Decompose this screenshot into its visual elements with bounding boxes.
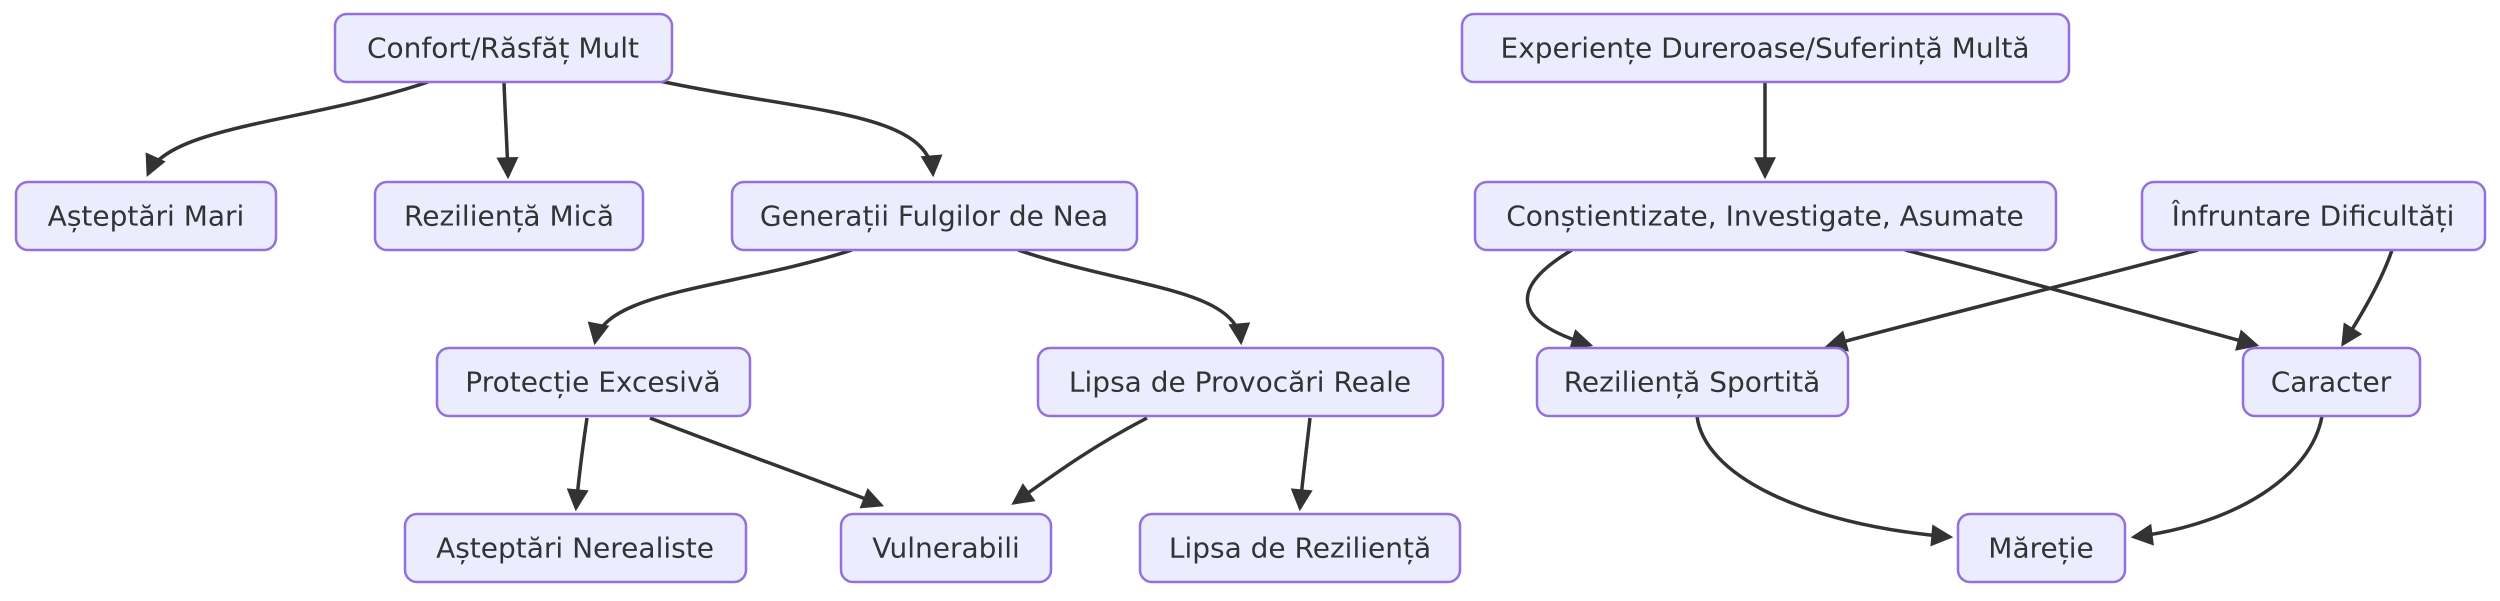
node-asteptari-mari: Așteptări Mari xyxy=(14,180,278,252)
node-label: Confort/Răsfăț Mult xyxy=(367,32,639,65)
node-rezilienta-sportita: Reziliență Sportită xyxy=(1535,346,1850,418)
edge-infruntare-to-rezilienta-sportita xyxy=(1824,248,2199,352)
node-box xyxy=(373,180,645,252)
node-label: Reziliență Mică xyxy=(404,200,614,233)
node-label: Lipsa de Reziliență xyxy=(1169,532,1431,565)
node-caracter: Caracter xyxy=(2241,346,2422,418)
node-box xyxy=(1473,180,2058,252)
edge-confort-to-asteptari-mari xyxy=(145,80,429,178)
edge-confort-to-generatii xyxy=(654,78,943,178)
edge-protectie-to-asteptari-nerealiste xyxy=(566,417,589,512)
node-confort-rasfat-mult: Confort/Răsfăț Mult xyxy=(333,12,674,84)
edge-constientizate-to-caracter xyxy=(1904,248,2260,351)
node-constientizate-investigate-asumate: Conștientizate, Investigate, Asumate xyxy=(1473,180,2058,252)
edge-generatii-to-lipsa-provocari xyxy=(1017,248,1251,346)
node-label: Generații Fulgilor de Nea xyxy=(760,200,1108,233)
node-label: Reziliență Sportită xyxy=(1564,366,1821,399)
node-box xyxy=(2140,180,2487,252)
node-asteptari-nerealiste: Așteptări Nerealiste xyxy=(403,512,748,584)
edge-layer xyxy=(145,78,2394,547)
edge-protectie-to-vulnerabili xyxy=(649,416,885,509)
node-box xyxy=(1036,346,1445,418)
node-label: Așteptări Nerealiste xyxy=(436,532,714,565)
node-label: Așteptări Mari xyxy=(48,200,245,233)
node-box xyxy=(1956,512,2127,584)
node-box xyxy=(1535,346,1850,418)
node-vulnerabili: Vulnerabili xyxy=(839,512,1053,584)
edge-confort-to-rezilienta-mica xyxy=(496,81,519,180)
node-rezilienta-mica: Reziliență Mică xyxy=(373,180,645,252)
node-label: Măreție xyxy=(1988,532,2093,565)
node-box xyxy=(435,346,752,418)
node-maretie: Măreție xyxy=(1956,512,2127,584)
node-box xyxy=(1138,512,1462,584)
node-generatii-fulgilor-de-nea: Generații Fulgilor de Nea xyxy=(730,180,1139,252)
edge-lipsa-provocari-to-vulnerabili xyxy=(1011,416,1148,505)
node-lipsa-de-provocari-reale: Lipsa de Provocări Reale xyxy=(1036,346,1445,418)
node-infruntare-dificultati: Înfruntare Dificultăți xyxy=(2140,180,2487,252)
node-lipsa-de-rezilienta: Lipsa de Reziliență xyxy=(1138,512,1462,584)
node-label: Vulnerabili xyxy=(872,532,1020,565)
node-label: Înfruntare Dificultăți xyxy=(2171,199,2455,233)
node-box xyxy=(839,512,1053,584)
edge-caracter-to-maretie xyxy=(2130,415,2324,546)
node-label: Protecție Excesivă xyxy=(465,366,720,399)
edge-lipsa-provocari-to-lipsa-rezilienta xyxy=(1290,417,1313,512)
node-box xyxy=(1460,12,2071,84)
edge-constientizate-to-rezilienta-sportita xyxy=(1525,248,1594,351)
node-label: Caracter xyxy=(2271,366,2392,399)
node-label: Conștientizate, Investigate, Asumate xyxy=(1506,200,2024,233)
node-box xyxy=(333,12,674,84)
edge-infruntare-to-caracter xyxy=(2341,249,2394,347)
node-box xyxy=(403,512,748,584)
edge-generatii-to-protectie-excesiva xyxy=(587,248,853,346)
node-layer: Confort/Răsfăț Mult Așteptări Mari Rezil… xyxy=(14,12,2487,584)
node-label: Lipsa de Provocări Reale xyxy=(1069,366,1411,399)
node-label: Experiențe Dureroase/Suferință Multă xyxy=(1501,32,2030,65)
node-box xyxy=(14,180,278,252)
node-box xyxy=(730,180,1139,252)
edge-rezilienta-sportita-to-maretie xyxy=(1695,415,1954,547)
node-box xyxy=(2241,346,2422,418)
node-protectie-excesiva: Protecție Excesivă xyxy=(435,346,752,418)
node-experiente-dureroase: Experiențe Dureroase/Suferință Multă xyxy=(1460,12,2071,84)
